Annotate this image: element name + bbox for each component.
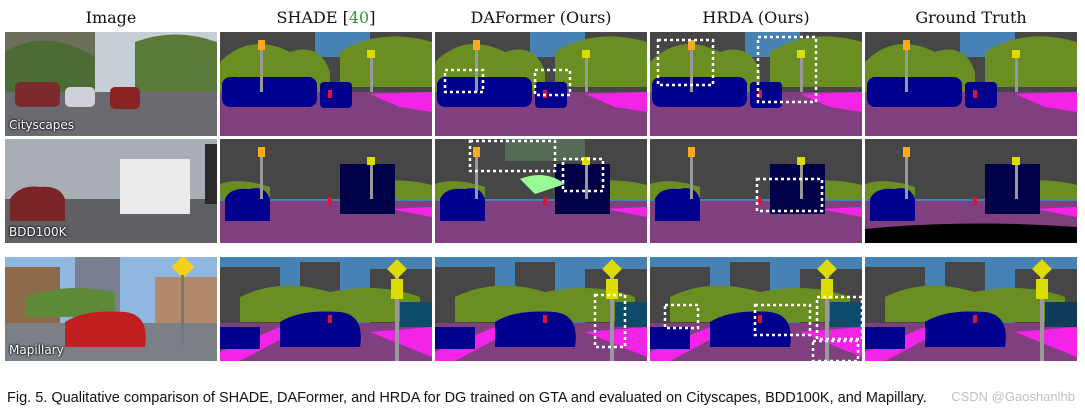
cell-cityscapes-image: Cityscapes	[5, 32, 217, 136]
column-header-shade: SHADE [40]	[220, 8, 432, 27]
cell-cityscapes-hrda	[650, 32, 862, 136]
truck-region	[340, 164, 395, 214]
row-label-bdd100k: BDD100K	[9, 225, 67, 239]
shade-reference: 40	[348, 8, 370, 27]
cell-bdd100k-ground-truth	[865, 139, 1077, 243]
highlight-box	[755, 177, 824, 213]
highlight-box	[468, 139, 557, 173]
cell-mapillary-hrda	[650, 257, 862, 361]
segmentation-map	[435, 139, 647, 243]
shade-label-close: ]	[369, 8, 376, 27]
cell-mapillary-image: Mapillary	[5, 257, 217, 361]
column-header-daformer: DAFormer (Ours)	[470, 8, 612, 27]
segmentation-map	[435, 32, 647, 136]
segmentation-map	[650, 257, 862, 361]
truck-region	[770, 164, 825, 214]
highlight-box	[561, 157, 605, 193]
cell-bdd100k-shade	[220, 139, 432, 243]
highlight-box	[815, 295, 862, 341]
segmentation-map	[220, 139, 432, 243]
input-photo	[5, 139, 217, 243]
cell-mapillary-ground-truth	[865, 257, 1077, 361]
car-region	[867, 77, 962, 107]
row-label-cityscapes: Cityscapes	[9, 118, 74, 132]
row-label-mapillary: Mapillary	[9, 343, 64, 357]
watermark: CSDN @Gaoshanlhb	[951, 389, 1075, 404]
highlight-box	[593, 293, 627, 349]
segmentation-map	[865, 32, 1077, 136]
highlight-box	[756, 35, 818, 104]
shade-label: SHADE [	[276, 8, 349, 27]
segmentation-map	[865, 257, 1077, 361]
segmentation-map	[865, 139, 1077, 243]
cell-cityscapes-shade	[220, 32, 432, 136]
column-header-ground-truth: Ground Truth	[915, 8, 1027, 27]
segmentation-map	[650, 139, 862, 243]
highlight-box	[663, 303, 700, 330]
input-photo	[5, 32, 217, 136]
car-region	[222, 77, 317, 107]
segmentation-map	[650, 32, 862, 136]
segmentation-map	[220, 257, 432, 361]
cell-bdd100k-hrda	[650, 139, 862, 243]
highlight-box	[811, 339, 860, 361]
input-photo	[5, 257, 217, 361]
highlight-box	[443, 68, 485, 94]
highlight-box	[656, 38, 715, 87]
car-region	[652, 77, 747, 107]
column-header-image: Image	[85, 8, 137, 27]
cell-mapillary-daformer	[435, 257, 647, 361]
cell-bdd100k-daformer	[435, 139, 647, 243]
cell-cityscapes-ground-truth	[865, 32, 1077, 136]
cell-cityscapes-daformer	[435, 32, 647, 136]
cell-mapillary-shade	[220, 257, 432, 361]
car-region	[437, 77, 532, 107]
column-header-hrda: HRDA (Ours)	[702, 8, 810, 27]
truck-region	[985, 164, 1040, 214]
segmentation-map	[435, 257, 647, 361]
segmentation-map	[220, 32, 432, 136]
figure-caption: Fig. 5. Qualitative comparison of SHADE,…	[7, 390, 927, 406]
cell-bdd100k-image: BDD100K	[5, 139, 217, 243]
